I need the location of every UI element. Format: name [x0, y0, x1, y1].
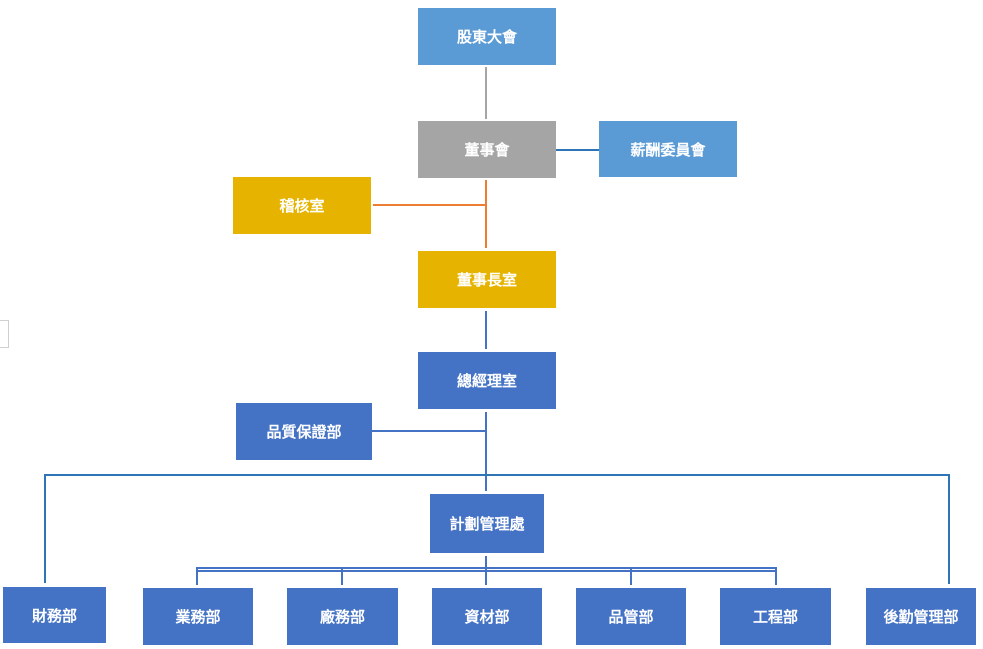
node-planning[interactable]: 計劃管理處 [430, 494, 544, 553]
connector [485, 412, 487, 491]
connector [485, 180, 487, 248]
panel-edge [0, 320, 9, 348]
connector [485, 311, 487, 349]
connector [44, 474, 950, 476]
node-materials[interactable]: 資材部 [432, 588, 542, 645]
node-audit[interactable]: 稽核室 [233, 177, 371, 234]
connector [630, 567, 632, 585]
node-finance[interactable]: 財務部 [3, 587, 106, 643]
connector [948, 474, 950, 584]
node-qc[interactable]: 品管部 [576, 588, 686, 645]
connector [373, 204, 486, 206]
node-logistics[interactable]: 後勤管理部 [866, 588, 976, 645]
node-sales[interactable]: 業務部 [143, 588, 253, 645]
connector [341, 567, 343, 585]
node-chairman[interactable]: 董事長室 [418, 251, 556, 308]
node-gm[interactable]: 總經理室 [418, 352, 556, 409]
connector [196, 567, 777, 569]
node-qa[interactable]: 品質保證部 [236, 403, 372, 460]
connector [372, 430, 486, 432]
connector [485, 67, 487, 119]
connector [196, 570, 777, 572]
connector [44, 474, 46, 583]
node-board[interactable]: 董事會 [418, 121, 556, 178]
node-engineering[interactable]: 工程部 [720, 588, 831, 645]
connector [556, 149, 599, 151]
connector [775, 567, 777, 585]
node-compensation[interactable]: 薪酬委員會 [599, 121, 737, 177]
node-shareholders[interactable]: 股東大會 [418, 8, 556, 65]
node-factory[interactable]: 廠務部 [287, 588, 398, 645]
connector [196, 567, 198, 585]
